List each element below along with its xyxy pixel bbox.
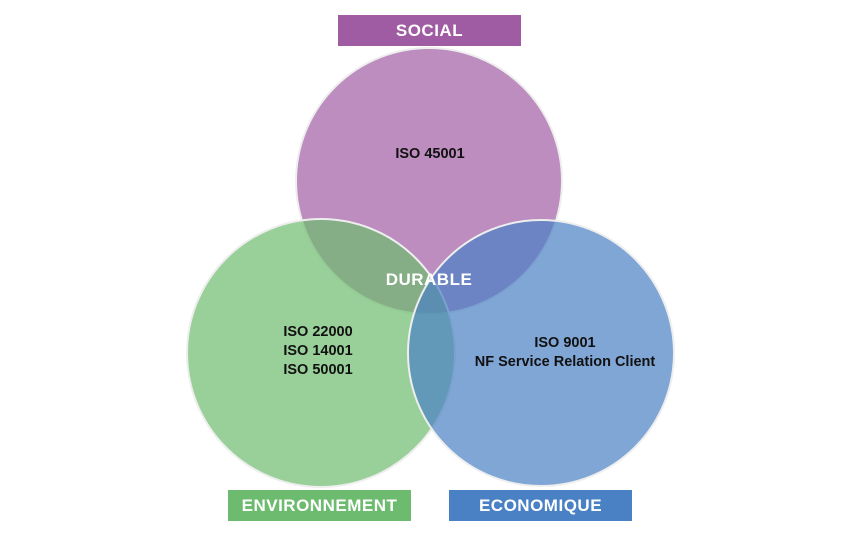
- economic-circle: [407, 219, 675, 487]
- economic-standards: ISO 9001 NF Service Relation Client: [455, 334, 675, 372]
- economic-label: ECONOMIQUE: [449, 490, 632, 521]
- environment-label: ENVIRONNEMENT: [228, 490, 411, 521]
- standard-item: ISO 14001: [283, 343, 353, 359]
- social-standards: ISO 45001: [370, 145, 490, 164]
- standard-item: ISO 45001: [395, 146, 465, 162]
- standard-item: ISO 22000: [283, 324, 353, 340]
- standard-item: ISO 50001: [283, 362, 353, 378]
- standard-item: NF Service Relation Client: [474, 354, 656, 370]
- social-label: SOCIAL: [338, 15, 521, 46]
- standard-item: ISO 9001: [534, 335, 596, 351]
- environment-standards: ISO 22000 ISO 14001 ISO 50001: [258, 323, 378, 380]
- center-label: DURABLE: [385, 270, 473, 289]
